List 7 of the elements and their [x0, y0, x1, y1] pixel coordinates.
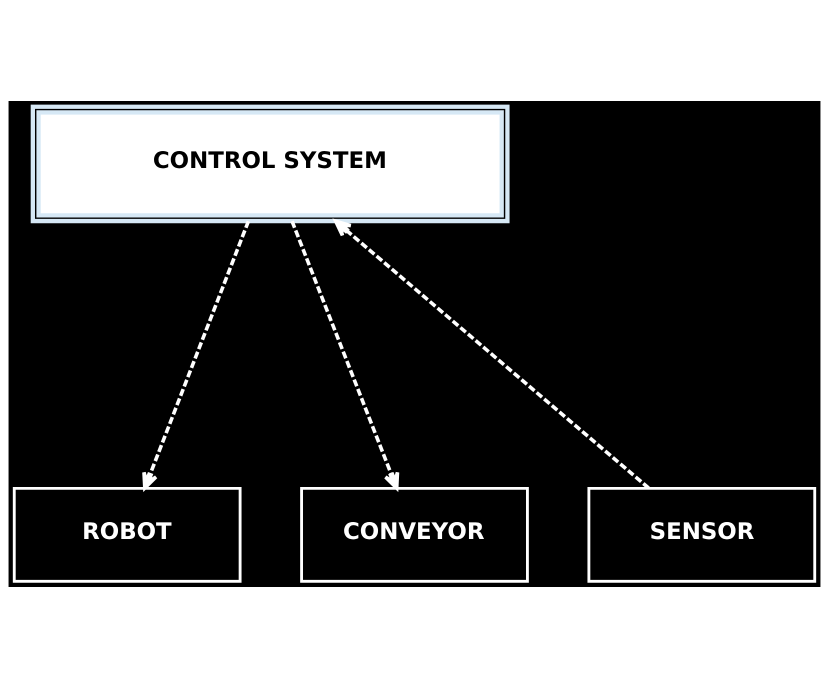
arrow: [142, 220, 250, 490]
node-box: ROBOT: [12, 486, 242, 583]
node-box: CONVEYOR: [300, 486, 529, 583]
node-box: SENSOR: [587, 486, 816, 583]
arrow: [334, 219, 650, 490]
arrow: [290, 220, 400, 490]
node-box: CONTROL SYSTEM: [30, 104, 510, 224]
